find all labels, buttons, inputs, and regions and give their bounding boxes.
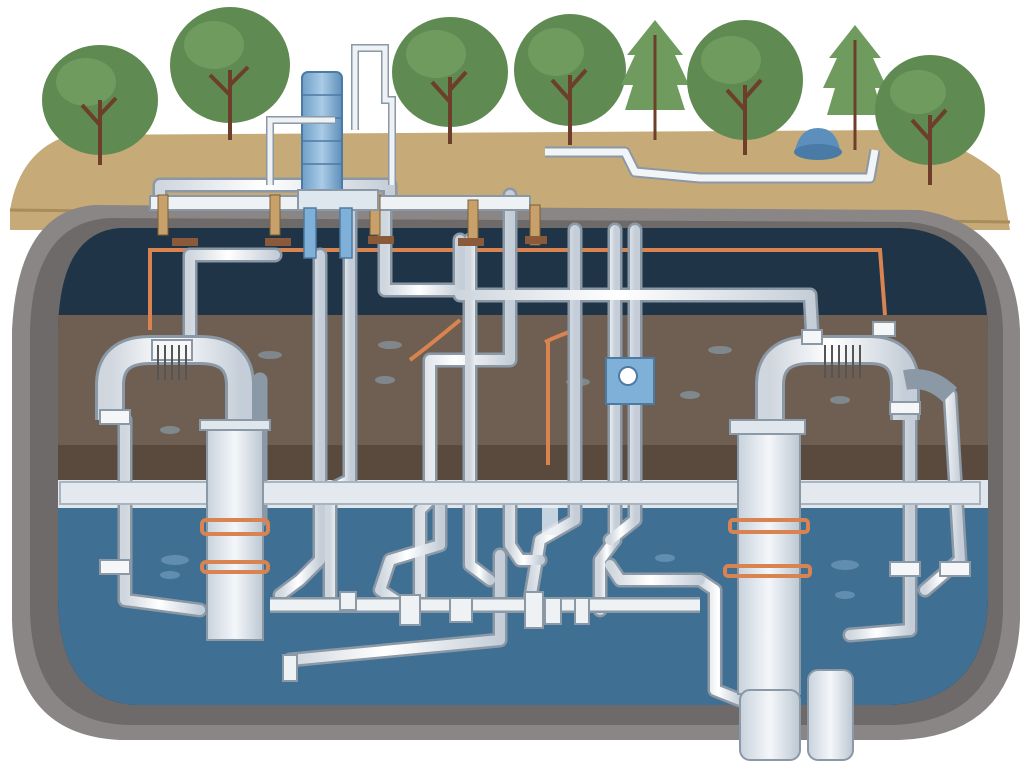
tree-row: [42, 7, 985, 185]
tree-icon: [687, 20, 803, 155]
surface-header: [59, 481, 981, 505]
bottom-manifold: [270, 591, 700, 682]
control-box-icon: [605, 357, 655, 405]
spray-outlet: [542, 505, 558, 535]
tree-icon: [823, 25, 887, 150]
tree-icon: [514, 14, 626, 145]
valve-icon: [282, 591, 590, 682]
tree-icon: [621, 20, 689, 140]
cistern-lid-icon: [794, 128, 842, 160]
tree-icon: [170, 7, 290, 140]
tree-icon: [392, 17, 508, 144]
water-body: [58, 508, 988, 705]
tree-icon: [875, 55, 985, 185]
tree-icon: [42, 45, 158, 165]
water-tower-icon: [266, 44, 396, 259]
filter-column-icon: [95, 335, 271, 641]
filter-column-icon: [723, 321, 971, 761]
